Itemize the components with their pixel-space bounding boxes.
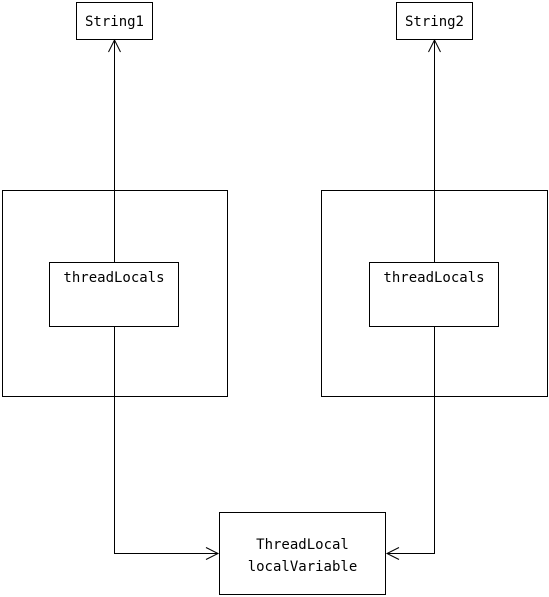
arrowhead-threadlocal-left <box>205 547 220 560</box>
thread-local-type-label: ThreadLocal <box>256 537 349 553</box>
string2-node: String2 <box>396 2 473 40</box>
thread-locals-left-label: threadLocals <box>63 270 164 286</box>
thread-local-variable-node: ThreadLocal localVariable <box>219 512 386 595</box>
thread-locals-right-node: threadLocals <box>369 262 499 327</box>
arrowhead-threadlocal-right <box>385 547 400 560</box>
thread-locals-right-label: threadLocals <box>383 270 484 286</box>
thread-locals-left-node: threadLocals <box>49 262 179 327</box>
string2-label: String2 <box>405 14 464 30</box>
arrow-left-to-threadlocal <box>114 327 218 554</box>
string1-label: String1 <box>85 14 144 30</box>
arrow-right-to-threadlocal <box>387 327 435 554</box>
thread-local-name-label: localVariable <box>248 559 358 575</box>
string1-node: String1 <box>76 2 153 40</box>
